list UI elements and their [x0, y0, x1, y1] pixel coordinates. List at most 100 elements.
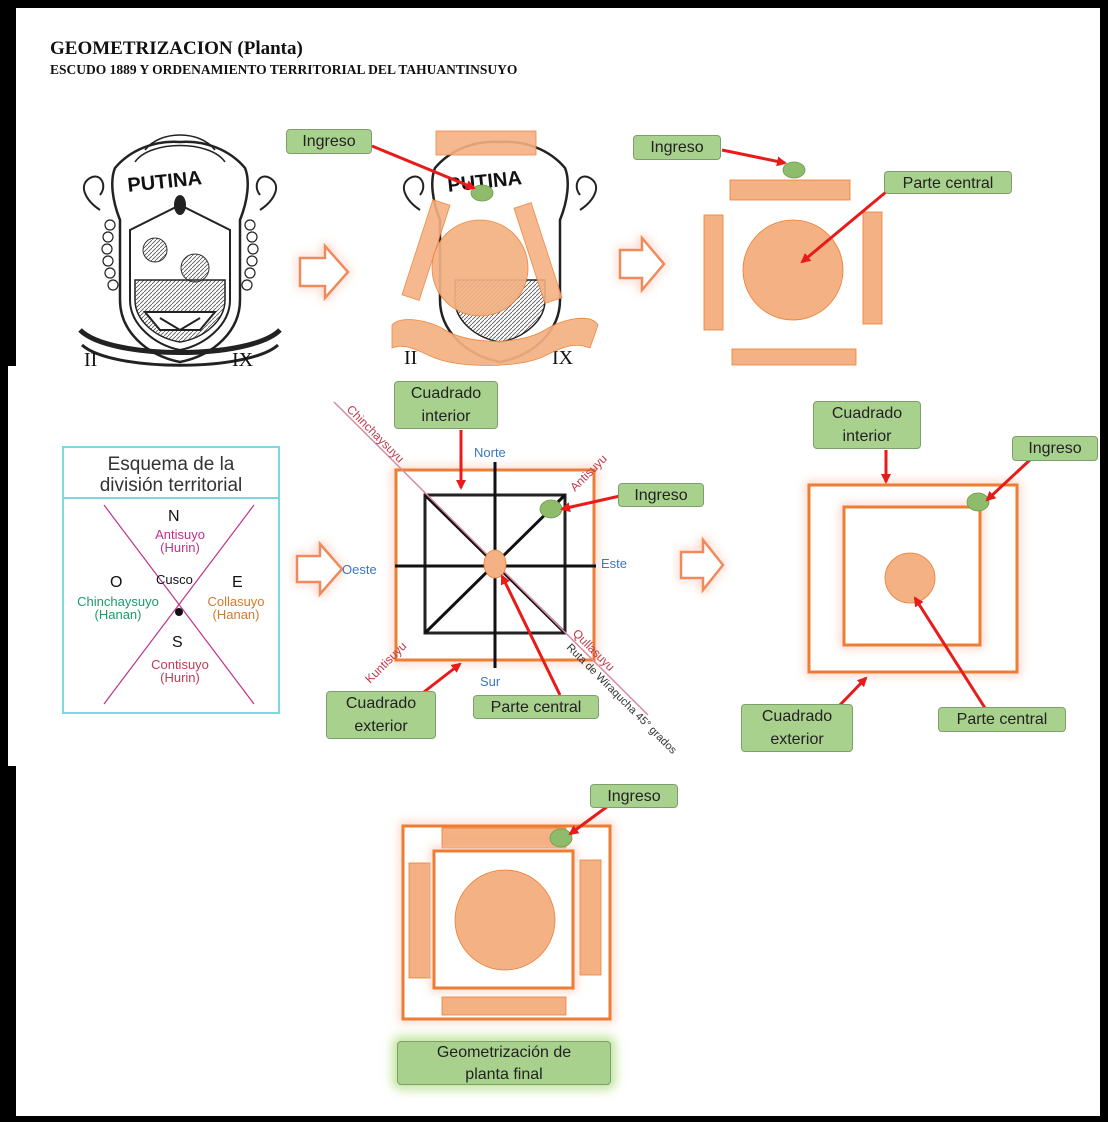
abstract1-top-bar	[729, 179, 851, 201]
label-final-plan: Geometrización de planta final	[397, 1041, 611, 1085]
label-line: exterior	[770, 731, 824, 748]
flow-arrow-2	[618, 234, 666, 294]
label-line: interior	[421, 408, 471, 425]
label-ingreso-2: Ingreso	[1012, 436, 1098, 461]
label-line: Geometrización de	[436, 1044, 572, 1061]
overlay-right-bar	[513, 202, 563, 304]
label-line: Cuadrado	[410, 385, 482, 402]
arrow-ingreso-compass	[560, 494, 621, 513]
compass-oeste: Oeste	[342, 562, 377, 577]
flow-arrow-4	[679, 536, 725, 594]
arrow-ingreso-2	[985, 456, 1034, 502]
final-left-bar	[408, 862, 431, 979]
frame-notch	[8, 366, 16, 766]
label-cuadrado-exterior-2: Cuadrado exterior	[741, 704, 853, 752]
abstract2-ingreso-marker	[966, 492, 990, 512]
emblem-overlay: PUTINA II IX	[371, 130, 599, 369]
emblem-right-numeral: IX	[232, 349, 254, 371]
emblem-original: PUTINA II IX	[78, 134, 282, 371]
overlay-bottom-band	[391, 317, 599, 366]
scheme-north: N	[168, 508, 180, 525]
abstract-plan-2	[807, 450, 1034, 709]
compass-norte: Norte	[474, 445, 506, 460]
abstract1-right-bar	[862, 211, 883, 325]
scheme-chinchaysuyo-sub: (Hanan)	[94, 607, 142, 622]
emblem-left-numeral: II	[84, 349, 97, 371]
overlay-central-circle	[431, 219, 529, 317]
scheme-chinchaysuyo-label: Chinchaysuyo	[77, 594, 159, 609]
compass-ingreso-marker	[539, 499, 563, 519]
flow-arrow-3	[295, 540, 344, 598]
flow-arrow-1	[298, 242, 350, 302]
arrow-parte-central-2	[913, 596, 987, 709]
scheme-east: E	[232, 574, 243, 591]
scheme-title-line2: división territorial	[99, 475, 243, 496]
final-central-circle	[454, 869, 556, 971]
compass-este: Este	[601, 556, 627, 571]
compass-sur: Sur	[480, 674, 501, 689]
scheme-collasuyo-sub: (Hanan)	[212, 607, 260, 622]
final-right-bar	[579, 859, 602, 976]
page-subtitle: ESCUDO 1889 Y ORDENAMIENTO TERRITORIAL D…	[50, 62, 518, 77]
scheme-contisuyo: Contisuyo (Hurin)	[134, 658, 226, 684]
frame-bottom	[0, 1116, 1108, 1122]
abstract1-ingreso-marker	[782, 161, 806, 179]
label-line: exterior	[354, 718, 408, 735]
arrow-ingreso-abstract1	[721, 148, 787, 167]
final-top-bar	[441, 827, 567, 849]
arrow-parte-central-compass	[500, 574, 562, 696]
scheme-south: S	[172, 634, 183, 651]
label-ingreso-compass: Ingreso	[618, 483, 704, 507]
final-ingreso-marker	[549, 828, 573, 848]
page-title: GEOMETRIZACION (Planta)	[50, 38, 303, 59]
abstract2-central-circle	[884, 552, 936, 604]
compass-kuntisuyu: Kuntisuyu	[362, 639, 409, 686]
scheme-title: Esquema de la división territorial	[64, 454, 278, 496]
scheme-collasuyo: Collasuyo (Hanan)	[198, 595, 274, 621]
label-cuadrado-interior-compass: Cuadrado interior	[394, 381, 498, 429]
label-parte-central-2: Parte central	[938, 707, 1066, 732]
scheme-divider	[64, 497, 278, 499]
arrow-ingreso-overlay	[371, 144, 476, 190]
territorial-scheme: Esquema de la división territorial N Ant…	[62, 446, 280, 714]
abstract1-bottom-bar	[731, 348, 857, 366]
label-ingreso-abstract1: Ingreso	[633, 135, 721, 160]
arrow-central-abstract1	[800, 190, 887, 264]
final-plan	[401, 804, 612, 1021]
scheme-center: Cusco	[156, 572, 193, 587]
scheme-cross	[103, 504, 255, 705]
overlay-top-bar	[435, 130, 537, 156]
label-line: planta final	[465, 1066, 543, 1083]
label-parte-central-abstract1: Parte central	[884, 171, 1012, 194]
final-bottom-bar	[441, 996, 567, 1016]
scheme-antisuyo: Antisuyo (Hurin)	[134, 528, 226, 554]
scheme-contisuyo-sub: (Hurin)	[160, 670, 200, 685]
label-ingreso-overlay: Ingreso	[286, 129, 372, 154]
overlay-ingreso-marker	[470, 184, 494, 202]
label-line: Cuadrado	[761, 708, 833, 725]
emblem-overlay-left-numeral: II	[404, 347, 417, 369]
abstract-plan-1	[703, 148, 887, 366]
label-parte-central-compass: Parte central	[473, 695, 599, 719]
scheme-west: O	[110, 574, 123, 591]
label-line: interior	[842, 428, 892, 445]
label-line: Cuadrado	[831, 405, 903, 422]
arrow-cuadrado-exterior	[419, 662, 462, 697]
label-cuadrado-interior-2: Cuadrado interior	[813, 401, 921, 449]
label-cuadrado-exterior-compass: Cuadrado exterior	[326, 691, 436, 739]
frame-top	[0, 0, 1108, 8]
scheme-collasuyo-label: Collasuyo	[207, 594, 265, 609]
abstract1-central-circle	[742, 219, 844, 321]
label-ingreso-final: Ingreso	[590, 784, 678, 808]
scheme-antisuyo-label: Antisuyo	[155, 527, 205, 542]
scheme-contisuyo-label: Contisuyo	[151, 657, 209, 672]
abstract1-left-bar	[703, 214, 724, 331]
scheme-chinchaysuyo: Chinchaysuyo (Hanan)	[70, 595, 166, 621]
frame-right	[1100, 0, 1108, 1122]
label-line: Cuadrado	[345, 695, 417, 712]
compass-central-marker	[483, 549, 507, 579]
scheme-title-line1: Esquema de la	[107, 454, 235, 475]
arrow-cuadrado-exterior-2	[836, 676, 868, 709]
emblem-overlay-right-numeral: IX	[552, 347, 574, 369]
